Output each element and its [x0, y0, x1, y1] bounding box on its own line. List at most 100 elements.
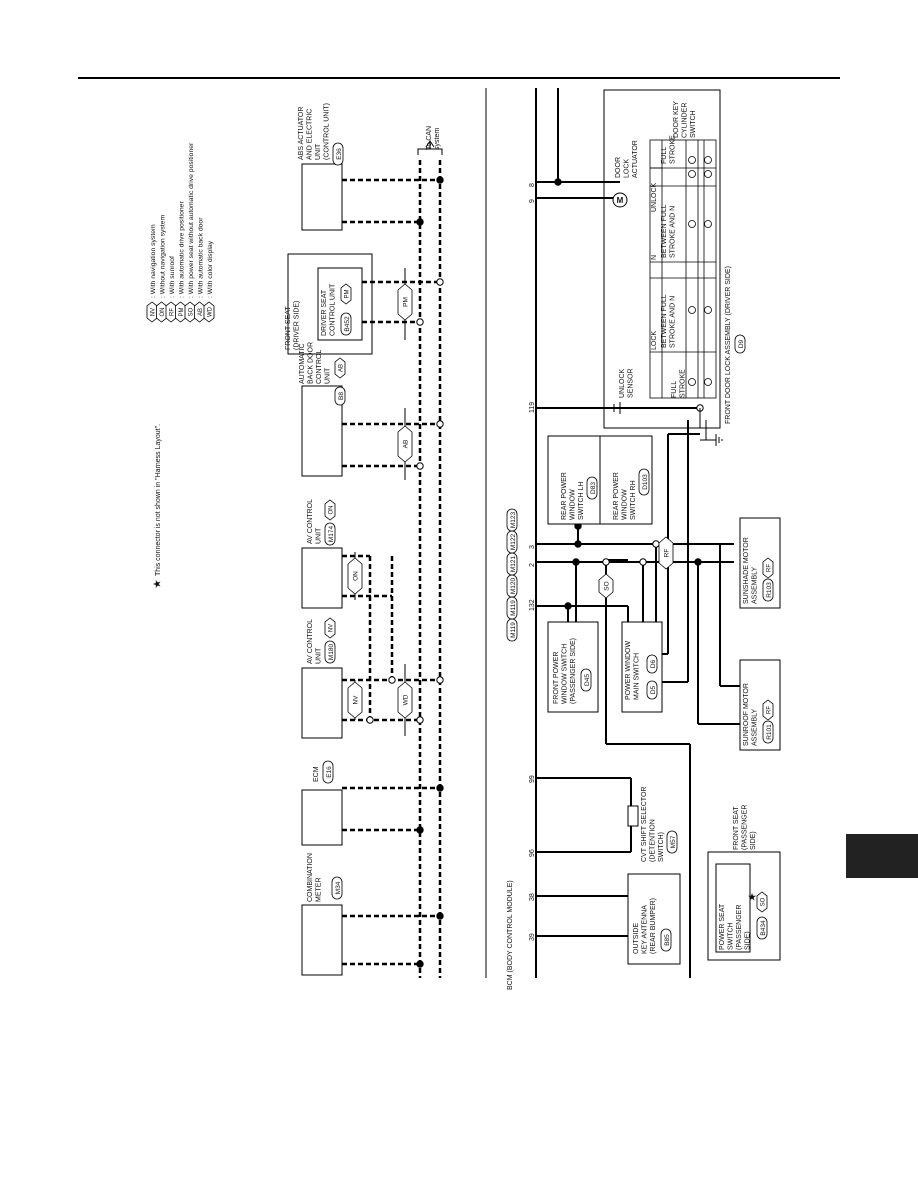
bcm-connector-5: M123 — [506, 508, 518, 532]
svg-text:UNIT: UNIT — [316, 527, 323, 544]
svg-text:2: 2 — [529, 563, 536, 567]
svg-text:96: 96 — [529, 849, 536, 857]
svg-text:M: M — [617, 196, 624, 205]
svg-text:ABS ACTUATOR: ABS ACTUATOR — [298, 107, 305, 160]
can-junctions — [366, 176, 444, 968]
legend-code-wd: WD — [203, 301, 215, 323]
connector-r101: R101 — [762, 720, 774, 744]
bus-tag-pm: PM — [397, 283, 413, 321]
svg-text:: With sunroof: : With sunroof — [169, 256, 176, 298]
pin-9: 9 — [529, 199, 536, 203]
svg-text:D9: D9 — [738, 339, 745, 348]
svg-text:PM: PM — [403, 297, 410, 307]
svg-text:AUTOMATIC: AUTOMATIC — [299, 343, 306, 384]
svg-text:REAR POWER: REAR POWER — [561, 472, 568, 520]
table-unlock-header: UNLOCK — [651, 182, 658, 212]
bcm-junctions — [554, 178, 704, 610]
svg-text:FRONT SEAT: FRONT SEAT — [733, 806, 740, 850]
legend-code-so: SO — [184, 301, 196, 323]
connector-r103: R103 — [762, 578, 774, 602]
svg-text:SIDE): SIDE) — [750, 831, 757, 850]
svg-text:SIDE): SIDE) — [745, 931, 752, 950]
seat-opt-pm: PM — [340, 283, 352, 305]
svg-text:COMBINATION: COMBINATION — [307, 853, 314, 902]
svg-text:: With power seat without auto: : With power seat without automatic driv… — [188, 142, 195, 298]
pin-8: 8 — [529, 183, 536, 187]
svg-text:(PASSENGER: (PASSENGER — [742, 805, 749, 850]
bus-tag-ab: AB — [397, 425, 413, 463]
bcm-label: BCM (BODY CONTROL MODULE) — [507, 880, 514, 990]
svg-text:D5: D5 — [650, 685, 657, 694]
svg-text:AND ELECTRIC: AND ELECTRIC — [307, 109, 314, 160]
svg-text:ACTUATOR: ACTUATOR — [632, 140, 639, 178]
svg-text:POWER SEAT: POWER SEAT — [719, 903, 726, 950]
table-n-header: N — [651, 255, 658, 260]
svg-text:(PASSENGER SIDE): (PASSENGER SIDE) — [570, 638, 577, 704]
legend-code-on: ON — [156, 301, 167, 323]
connector-b434: B434 — [756, 916, 768, 940]
svg-text:M180: M180 — [328, 643, 335, 660]
svg-text:FRONT DOOR LOCK ASSEMBLY (DRIV: FRONT DOOR LOCK ASSEMBLY (DRIVER SIDE) — [725, 266, 732, 424]
svg-text:PM: PM — [179, 307, 185, 316]
wire-tag-rf: RF — [658, 536, 674, 570]
svg-text:D45: D45 — [584, 674, 591, 686]
connector-m180: M180 — [324, 640, 336, 664]
svg-text:132: 132 — [529, 599, 536, 611]
svg-text:BCM (BODY CONTROL MODULE): BCM (BODY CONTROL MODULE) — [507, 880, 514, 990]
svg-text:SO: SO — [189, 307, 195, 316]
svg-text:SWITCH RH: SWITCH RH — [630, 480, 637, 520]
svg-text:KEY ANTENNA: KEY ANTENNA — [642, 905, 649, 954]
svg-text:ASSEMBLY: ASSEMBLY — [752, 708, 759, 746]
pin-96: 96 — [529, 849, 536, 857]
svg-text:B452: B452 — [344, 316, 351, 332]
svg-text:AB: AB — [403, 440, 410, 449]
bcm-connector-0: M119 — [506, 618, 518, 642]
svg-text:RF: RF — [664, 549, 671, 558]
connector-e36: E36 — [332, 142, 344, 166]
can-bracket — [417, 140, 443, 155]
bcm-connector-3: M121 — [506, 552, 518, 576]
svg-text:SWITCH: SWITCH — [690, 110, 697, 138]
svg-text:system: system — [434, 128, 441, 150]
svg-text:DOOR: DOOR — [615, 157, 622, 178]
can-stubs — [342, 178, 440, 966]
bus-tag-wd: WD — [397, 681, 413, 719]
svg-text:STROKE AND N: STROKE AND N — [670, 296, 677, 348]
svg-text:119: 119 — [529, 402, 536, 413]
svg-text:ON: ON — [329, 506, 335, 515]
svg-text:NV: NV — [151, 308, 157, 316]
legend-code-nv: NV — [146, 301, 158, 323]
svg-text:WD: WD — [403, 694, 410, 705]
legend-code-rf: RF — [165, 301, 177, 323]
legend-text-rf: : With sunroof — [169, 256, 176, 298]
component-boxes — [547, 435, 781, 965]
section-tab — [846, 834, 918, 878]
svg-text:: With navigation system: : With navigation system — [150, 224, 157, 298]
svg-text:ECM: ECM — [313, 766, 320, 782]
av2-opt-on: ON — [324, 499, 336, 521]
pin-38: 38 — [529, 893, 536, 901]
connector-m57: M57 — [666, 830, 678, 854]
svg-text:ASSEMBLY: ASSEMBLY — [752, 566, 759, 604]
connector-d6: D6 — [646, 654, 658, 674]
legend-text-so: : With power seat without automatic driv… — [188, 142, 195, 298]
svg-text:RF: RF — [170, 308, 176, 316]
bcm-connector-4: M122 — [506, 530, 518, 554]
connector-b8: B8 — [334, 386, 346, 406]
svg-text:WD: WD — [208, 306, 214, 317]
svg-text:M34: M34 — [335, 881, 342, 894]
legend-text-ab: : With automatic back door — [198, 217, 205, 298]
